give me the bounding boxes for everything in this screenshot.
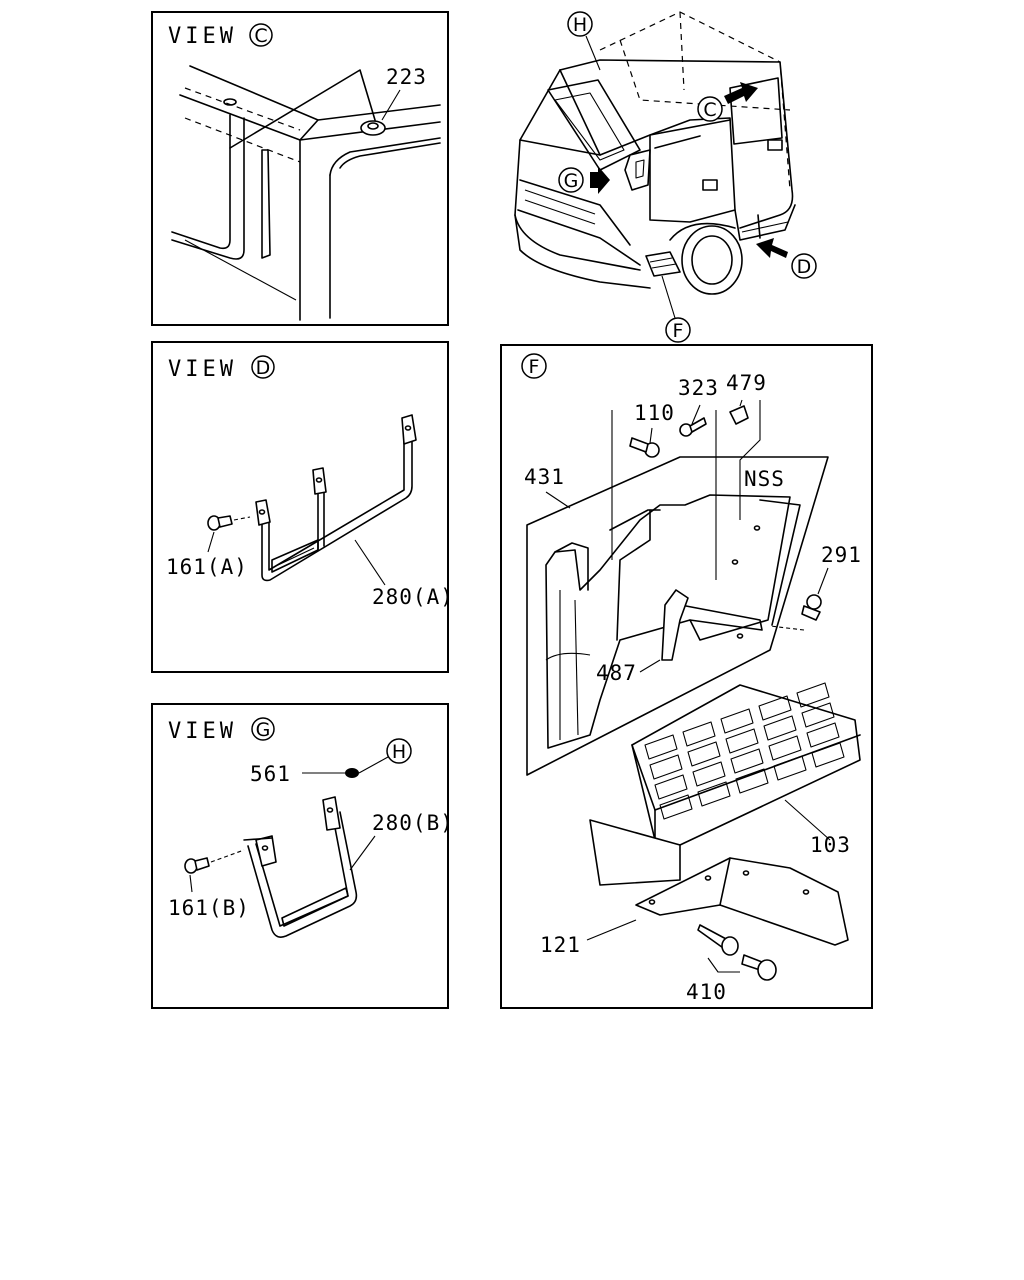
view-g-title: VIEW [168, 719, 237, 744]
grid-slot [806, 722, 840, 748]
grid-slot [644, 734, 678, 760]
view-c-letter-circle [249, 23, 273, 47]
grid-slot [659, 794, 693, 820]
svg-text:F: F [673, 320, 684, 342]
step-plate-grid [644, 682, 845, 820]
callout-c: C [697, 82, 758, 122]
view-g-letter-circle [251, 717, 275, 741]
grid-slot [768, 735, 802, 761]
part-561-plug [345, 768, 359, 778]
svg-text:G: G [564, 170, 579, 192]
label-103: 103 [810, 833, 851, 857]
grid-slot [801, 702, 835, 728]
shadow-panel [589, 819, 681, 886]
grid-slot [692, 761, 726, 787]
svg-text:H: H [573, 14, 587, 36]
bolt-161a [207, 515, 251, 531]
grid-slot [682, 721, 716, 747]
view-d-panel: VIEW D 161(A) 280(A) [151, 341, 454, 673]
label-431: 431 [524, 465, 565, 489]
label-561: 561 [250, 762, 291, 786]
ref-h-circle [386, 738, 412, 764]
label-121: 121 [540, 933, 581, 957]
label-487: 487 [596, 661, 637, 685]
label-223: 223 [386, 65, 427, 89]
bolt-110 [629, 427, 660, 458]
grid-slot [649, 754, 683, 780]
view-c-roof-drawing [171, 65, 441, 321]
grid-slot [758, 695, 792, 721]
label-291: 291 [821, 543, 862, 567]
callout-g: G [558, 166, 610, 194]
label-280a: 280(A) [372, 585, 454, 609]
label-410: 410 [686, 980, 727, 1004]
svg-text:C: C [703, 99, 716, 121]
callout-h: H [567, 11, 601, 71]
callout-d: D [756, 238, 817, 279]
arrow-g-icon [590, 166, 610, 194]
bolt-291 [769, 567, 829, 631]
grid-slot [735, 768, 769, 794]
view-c-title: VIEW [168, 24, 237, 49]
grid-slot [687, 741, 721, 767]
arrow-c-icon [724, 82, 758, 104]
grid-slot [730, 748, 764, 774]
view-g-panel: VIEW G 561 H 280(B) 161(B) [151, 703, 454, 1009]
clip-479 [729, 399, 749, 425]
label-nss: NSS [744, 467, 785, 491]
callout-f: F [661, 275, 691, 343]
grid-slot [725, 728, 759, 754]
view-c-panel: VIEW C 223 [151, 11, 449, 326]
grid-slot [811, 742, 845, 768]
fasteners-410 [697, 924, 777, 981]
truck-cab-overview [514, 11, 796, 295]
grid-slot [720, 708, 754, 734]
view-f-letter-circle [521, 353, 547, 379]
ref-h-letter: H [392, 741, 406, 763]
label-161a: 161(A) [166, 555, 248, 579]
view-d-letter: D [256, 357, 271, 379]
view-d-title: VIEW [168, 357, 237, 382]
step-plate-103 [631, 684, 861, 846]
bracket-121 [635, 857, 849, 946]
view-d-letter-circle [251, 355, 275, 379]
grid-slot [654, 774, 688, 800]
mud-guard-431 [545, 494, 801, 749]
label-110: 110 [634, 401, 675, 425]
bolt-161b [184, 849, 245, 874]
view-g-letter: G [256, 719, 271, 741]
part-223-grommet [360, 120, 386, 136]
grid-slot [796, 682, 830, 708]
step-frame-280b [243, 796, 358, 938]
screw-323 [679, 404, 707, 437]
grid-slot [773, 755, 807, 781]
label-323: 323 [678, 376, 719, 400]
view-c-letter: C [254, 25, 267, 47]
grid-slot [697, 781, 731, 807]
label-479: 479 [726, 371, 767, 395]
view-f-panel: F 323 479 110 431 [500, 344, 873, 1009]
step-frame-280a [255, 414, 417, 582]
svg-text:D: D [797, 256, 812, 278]
view-f-letter: F [529, 356, 540, 378]
label-161b: 161(B) [168, 896, 250, 920]
arrow-d-icon [756, 238, 788, 258]
grid-slot [763, 715, 797, 741]
label-280b: 280(B) [372, 811, 454, 835]
